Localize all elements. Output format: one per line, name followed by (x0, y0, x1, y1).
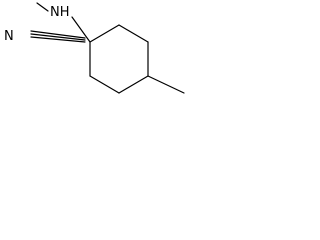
ring-bond-c2-c3 (118, 24, 149, 43)
amine-nitrogen-label: NH (50, 5, 70, 20)
ring-bond-c4-c5 (118, 75, 149, 94)
ring-bond-c5-c6 (89, 75, 120, 94)
cyclohexane-ring (89, 24, 149, 94)
nitrile-triple-bond (30, 30, 86, 43)
nh-methyl-bond (36, 2, 49, 12)
methyl-bond (147, 75, 185, 94)
c1-nh-bond (71, 16, 91, 43)
triple-bond-line-top (30, 30, 86, 39)
nitrile-nitrogen-label: N (4, 29, 14, 44)
triple-bond-line-bottom (30, 36, 86, 43)
triple-bond-line-middle (30, 33, 86, 41)
chemical-structure-diagram: NH N (4, 2, 185, 94)
ring-bond-c1-c2 (89, 24, 120, 43)
